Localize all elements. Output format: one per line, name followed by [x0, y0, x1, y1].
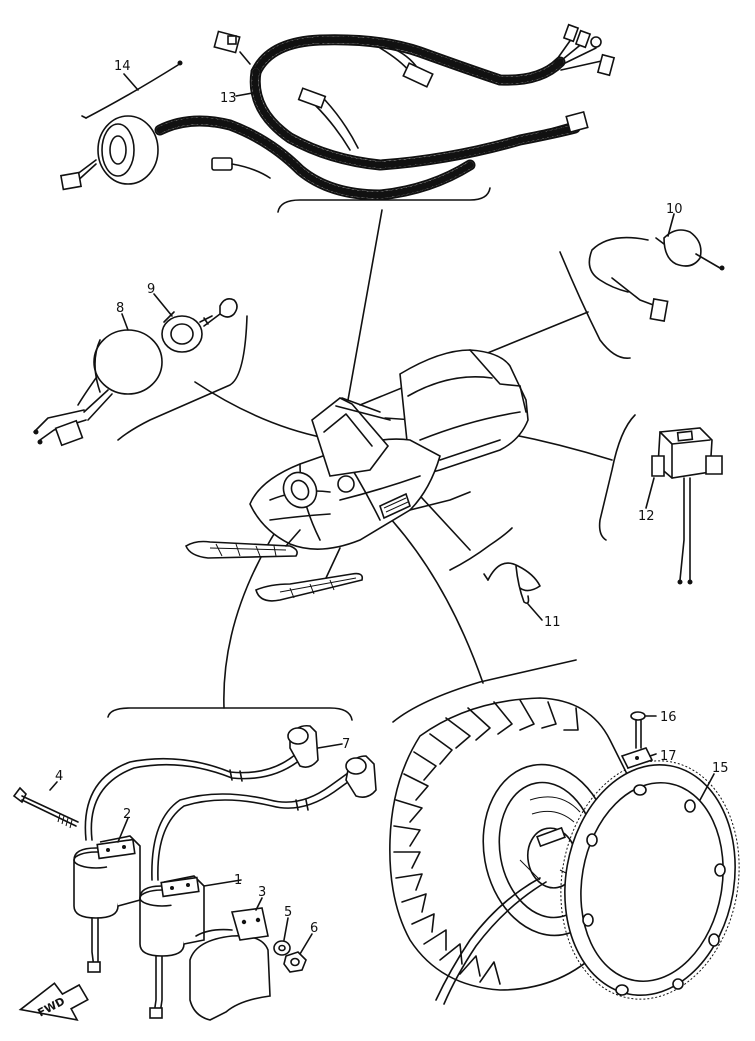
part-12-relay-switch [651, 427, 723, 585]
fwd-direction-arrow: FWD [18, 982, 89, 1021]
callout-13: 13 [220, 91, 237, 106]
callout-labels: 1 2 3 4 5 6 7 8 9 10 11 12 13 14 15 16 1… [55, 59, 729, 936]
callout-7: 7 [342, 737, 350, 752]
part-9-key-cylinder [161, 311, 213, 353]
callout-4: 4 [55, 769, 63, 784]
callout-8: 8 [116, 301, 124, 316]
headlight-socket [59, 115, 159, 191]
part-15-flywheel-assembly [389, 697, 740, 1005]
callout-3: 3 [258, 885, 266, 900]
callout-9: 9 [147, 282, 155, 297]
part-11-spring-clip [483, 562, 541, 604]
part-7-plug-caps [84, 724, 377, 881]
part-14-wire-tie [81, 60, 183, 119]
callout-1: 1 [234, 873, 242, 888]
part-16-bolt [630, 711, 646, 749]
part-6-nut [283, 951, 307, 973]
part-8-main-switch [33, 329, 163, 447]
callout-6: 6 [310, 921, 318, 936]
callout-10: 10 [666, 202, 683, 217]
part-3-mounting-bracket [189, 907, 271, 1021]
fan-fins [393, 699, 579, 985]
callout-17: 17 [660, 749, 677, 764]
part-13-wire-harness [154, 23, 616, 201]
callout-14: 14 [114, 59, 131, 74]
part-10-throttle-switch [588, 229, 725, 322]
callout-15: 15 [712, 761, 729, 776]
snowmobile-illustration [185, 349, 529, 602]
part-4-long-bolt [12, 786, 79, 829]
callout-11: 11 [544, 615, 561, 630]
callout-12: 12 [638, 509, 655, 524]
part-17-plate [620, 747, 654, 769]
key-icon [203, 298, 238, 327]
part-2-ignition-coil [73, 835, 141, 973]
part-5-washer [273, 940, 291, 956]
callout-2: 2 [123, 807, 131, 822]
group-brackets [107, 187, 636, 723]
callout-5: 5 [284, 905, 292, 920]
callout-leaders [49, 73, 715, 955]
callout-16: 16 [660, 710, 677, 725]
part-1-ignition-coil [139, 875, 205, 1019]
